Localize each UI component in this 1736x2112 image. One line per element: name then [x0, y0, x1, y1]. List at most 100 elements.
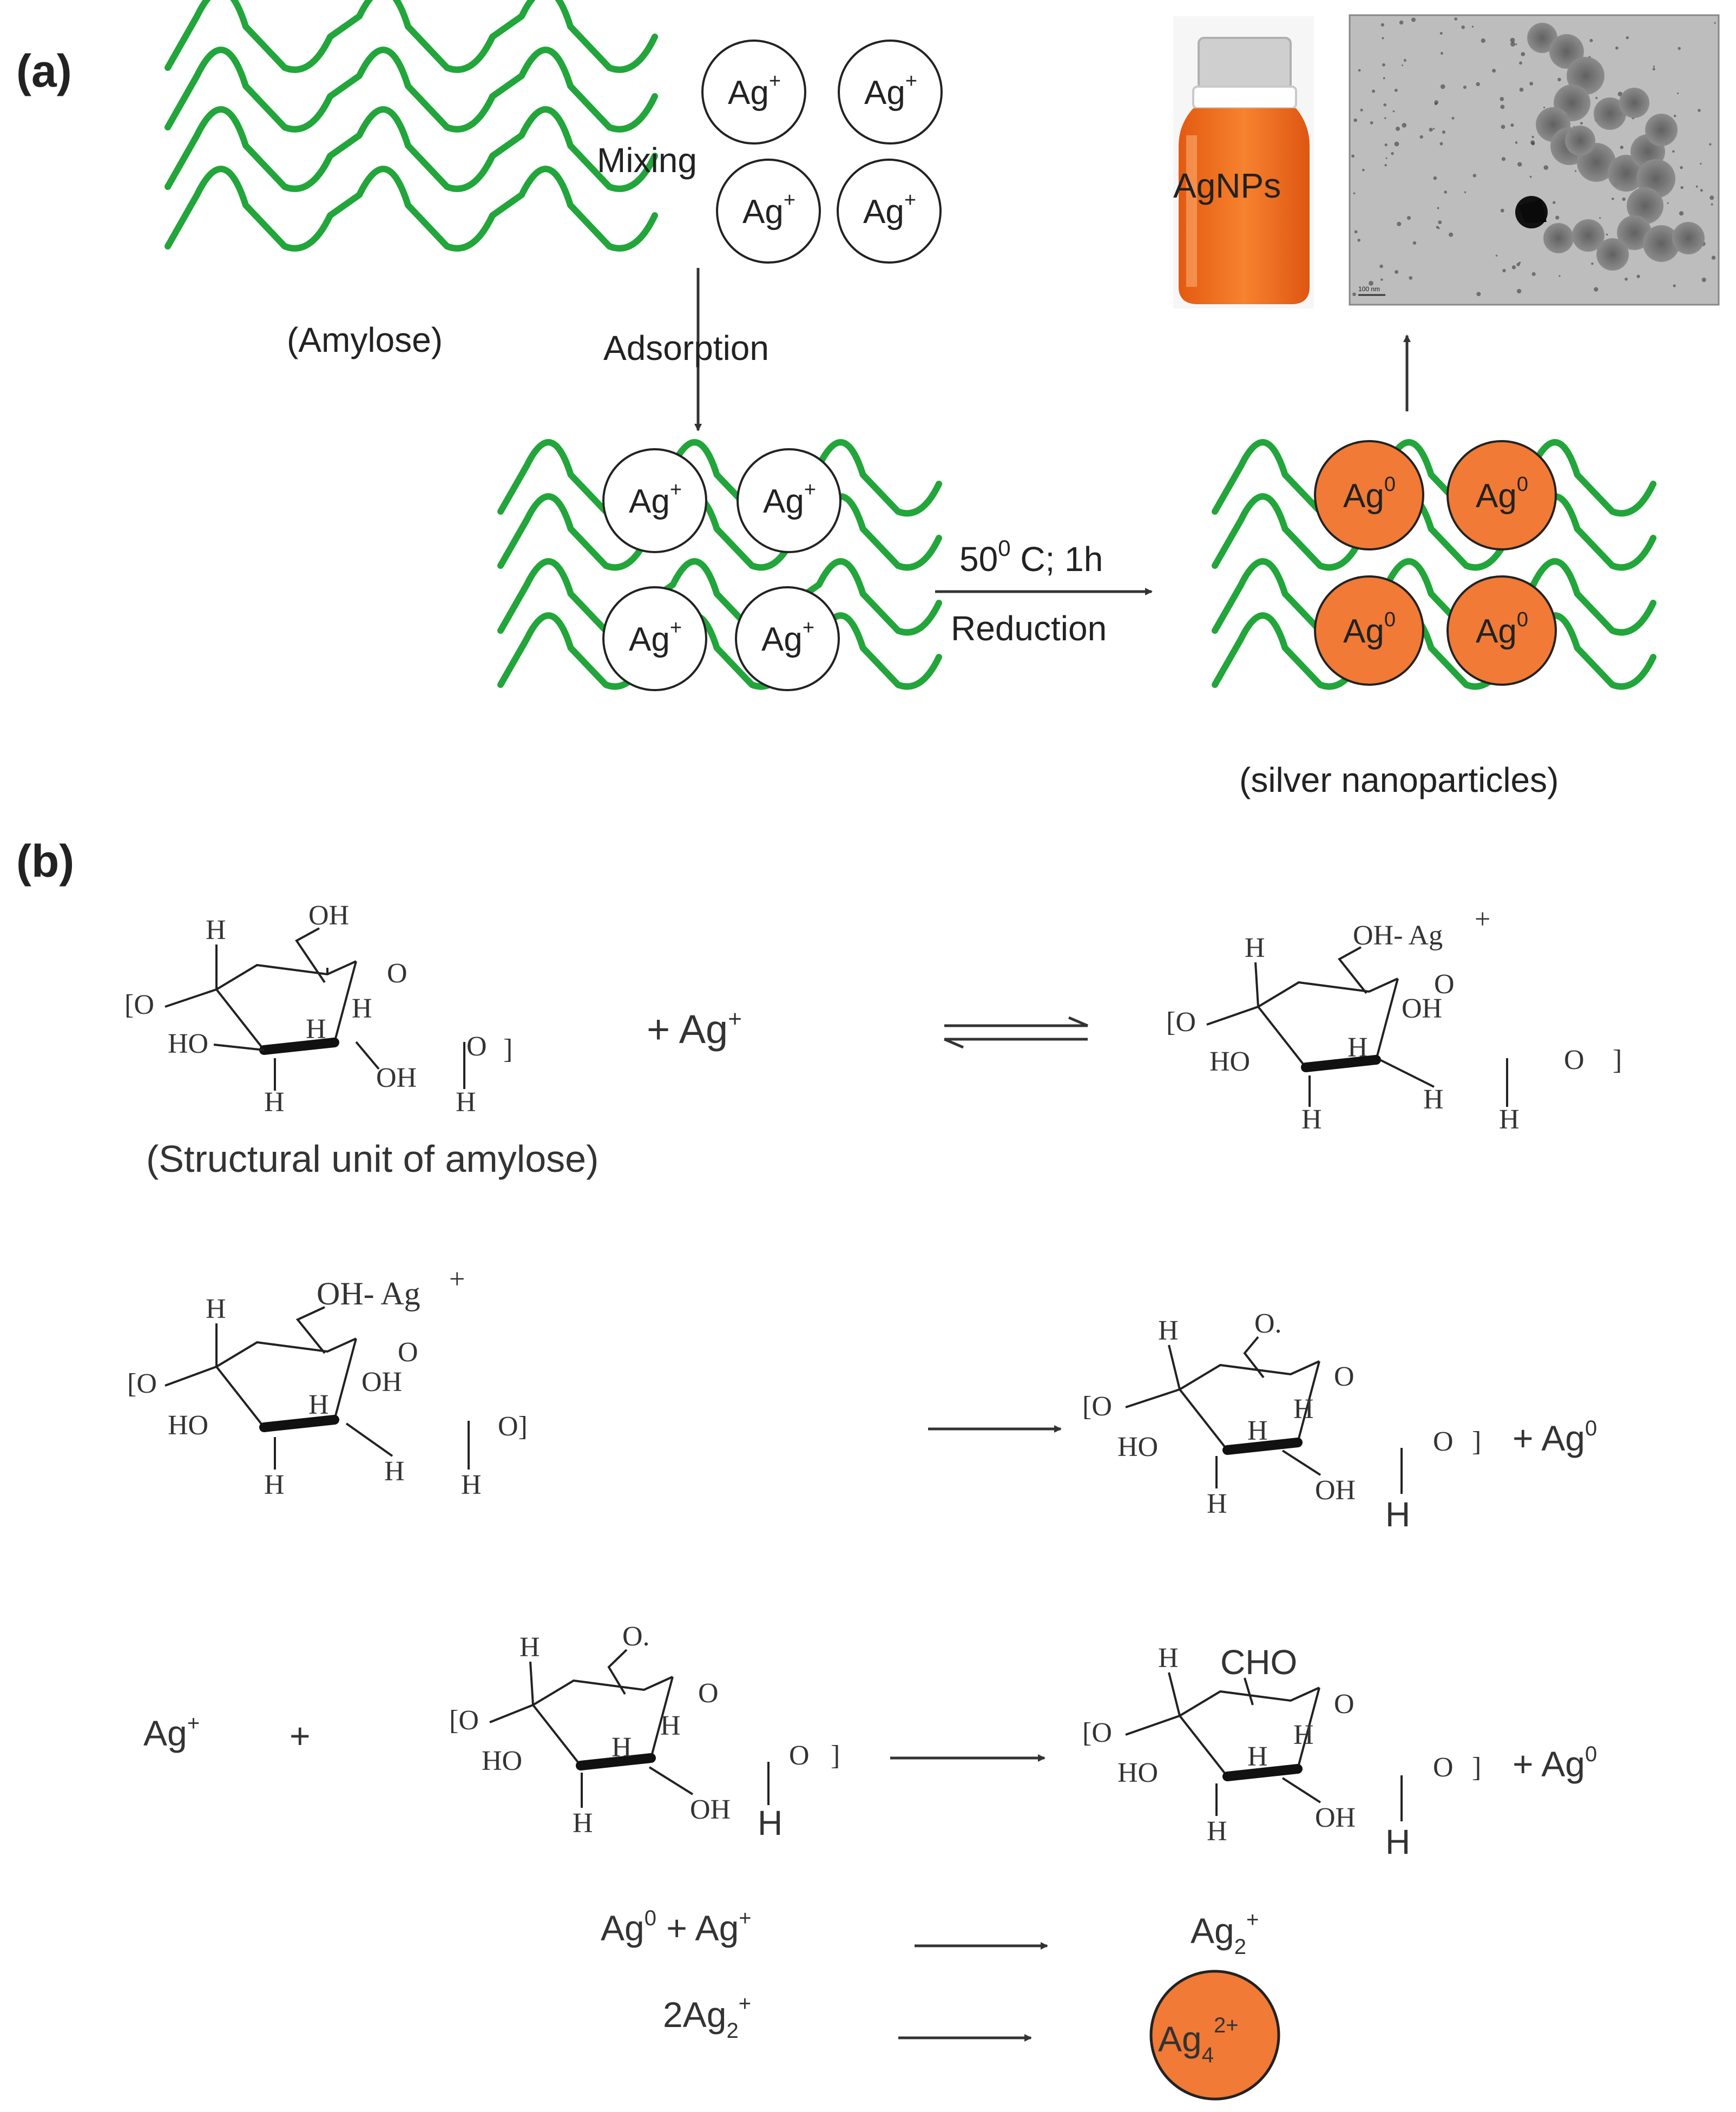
amylose-strand	[165, 0, 658, 73]
svg-text:H: H	[1499, 1104, 1520, 1135]
svg-text:H: H	[264, 1087, 285, 1118]
amylose-strand	[1212, 493, 1656, 571]
adsorbed-ag-ion-label: Ag+	[761, 616, 814, 658]
svg-text:]: ]	[1472, 1426, 1481, 1457]
svg-text:H: H	[384, 1456, 405, 1487]
svg-text:H: H	[456, 1087, 476, 1118]
glucose-radical-2-atoms: [O H O. O O ] HO H H H OH H	[449, 1621, 840, 1842]
svg-text:O: O	[1433, 1426, 1454, 1457]
adsorbed-ag-ion-label: Ag+	[629, 478, 682, 520]
panel-a-label: (a)	[16, 45, 72, 96]
svg-text:H: H	[1158, 1643, 1179, 1674]
svg-text:H: H	[573, 1808, 593, 1839]
svg-text:H: H	[1347, 1032, 1368, 1063]
svg-text:[O: [O	[124, 989, 154, 1020]
svg-text:HO: HO	[1209, 1046, 1250, 1077]
svg-text:[O: [O	[1082, 1391, 1112, 1422]
svg-text:HO: HO	[482, 1746, 522, 1776]
svg-text:OH: OH	[361, 1367, 402, 1398]
svg-text:H: H	[206, 1294, 226, 1324]
glucose-radical-2	[533, 1677, 673, 1766]
svg-text:H: H	[1207, 1816, 1227, 1847]
adsorbed-ag-ion-circle	[602, 586, 707, 691]
reaction-scheme: [O H OH O O ] HO H H H OH H + Ag+ (Struc…	[124, 900, 1622, 2101]
bottle-label: AgNPs	[1173, 166, 1281, 205]
amylose-strand	[497, 558, 942, 636]
svg-text:O: O	[789, 1740, 810, 1771]
glucose-unit-1-atoms: [O H OH O O ] HO H H H OH H	[124, 900, 512, 1118]
svg-text:H: H	[1247, 1415, 1268, 1446]
svg-text:H: H	[758, 1803, 782, 1842]
ag-ion-circle	[701, 40, 806, 145]
svg-text:O.: O.	[622, 1621, 650, 1652]
svg-text:+: +	[1475, 904, 1490, 935]
amylose-strand	[497, 493, 942, 571]
ag0-product-1: + Ag0	[1513, 1416, 1597, 1458]
svg-text:O.: O.	[1254, 1308, 1282, 1339]
svg-text:H: H	[660, 1710, 681, 1741]
amylose-chains	[165, 0, 658, 252]
equilibrium-arrow	[944, 1016, 1088, 1049]
svg-text:OH: OH	[1315, 1475, 1356, 1506]
svg-text:[O: [O	[1082, 1717, 1112, 1748]
tem-image: 100 nm	[1349, 14, 1720, 306]
svg-text:]: ]	[503, 1034, 512, 1065]
glucose-ag-complex-2	[216, 1339, 356, 1427]
adsorbed-ag-ion-circle	[602, 448, 707, 553]
plus-ag-ion: + Ag+	[647, 1006, 742, 1052]
svg-text:O: O	[466, 1031, 487, 1062]
svg-text:H: H	[461, 1470, 482, 1500]
ag-ion-label: Ag+	[863, 189, 916, 231]
svg-text:H: H	[1423, 1084, 1444, 1115]
mixing-label: Mixing	[597, 141, 697, 180]
ag-ion-circle	[838, 40, 943, 145]
svg-text:H: H	[308, 1389, 329, 1420]
adsorbed-ag-ion-circle	[737, 448, 841, 553]
ag-nanoparticle-circle	[1446, 440, 1557, 550]
ag0-product-2: + Ag0	[1513, 1742, 1597, 1784]
agnps-bottle-photo: AgNPs	[1173, 16, 1314, 309]
amylose-strand	[497, 612, 942, 690]
svg-text:O: O	[1433, 1752, 1454, 1783]
svg-text:HO: HO	[168, 1028, 208, 1059]
svg-text:OH- Ag: OH- Ag	[1353, 920, 1443, 951]
ag-nanoparticle-label: Ag0	[1343, 473, 1396, 515]
panel-b-label: (b)	[16, 836, 74, 887]
adsorbed-silver-ions: Ag+ Ag+ Ag+ Ag+	[602, 448, 841, 691]
glucose-ag-complex-2-atoms: [O H OH- Ag + O OH O] HO H H H H	[127, 1264, 528, 1500]
svg-text:H: H	[352, 993, 372, 1024]
ag-nanoparticle-label: Ag0	[1476, 608, 1528, 650]
glucose-ag-complex-1	[1258, 979, 1398, 1067]
ag-ion-label: Ag+	[728, 70, 781, 111]
ag-ion-circle	[716, 159, 821, 264]
svg-text:O: O	[1434, 969, 1455, 1000]
condition-label: 500 C; 1h	[959, 535, 1103, 579]
svg-text:H: H	[306, 1014, 326, 1045]
svg-text:H: H	[611, 1732, 632, 1763]
svg-text:H: H	[1158, 1315, 1179, 1346]
glucose-ag-complex-1-atoms: [O H OH- Ag + O OH O ] HO H H H H	[1166, 904, 1622, 1135]
svg-text:HO: HO	[1117, 1757, 1158, 1788]
svg-text:O]: O]	[498, 1411, 528, 1442]
svg-text:H: H	[1385, 1495, 1410, 1534]
reduction-label: Reduction	[951, 609, 1107, 648]
reaction-4-reactants: Ag0 + Ag+	[601, 1906, 752, 1948]
adsorption-label: Adsorption	[603, 329, 769, 368]
svg-text:H: H	[1293, 1394, 1314, 1425]
ag4-label: Ag42+	[1158, 2013, 1239, 2067]
adsorbed-ag-ion-label: Ag+	[763, 478, 816, 520]
svg-text:H: H	[1207, 1488, 1227, 1519]
adsorbed-ag-ion-label: Ag+	[629, 616, 682, 658]
ag-ion-reactant: Ag+	[143, 1711, 200, 1753]
amylose-with-ions	[497, 439, 942, 690]
svg-text:[O: [O	[449, 1705, 479, 1736]
amylose-strand	[1212, 558, 1656, 636]
svg-text:OH- Ag: OH- Ag	[317, 1276, 420, 1311]
svg-text:[O: [O	[127, 1368, 157, 1399]
amylose-strand	[1212, 439, 1656, 517]
structural-unit-label: (Structural unit of amylose)	[146, 1138, 599, 1180]
amylose-strand	[165, 47, 658, 133]
cho-group: CHO	[1220, 1643, 1297, 1682]
